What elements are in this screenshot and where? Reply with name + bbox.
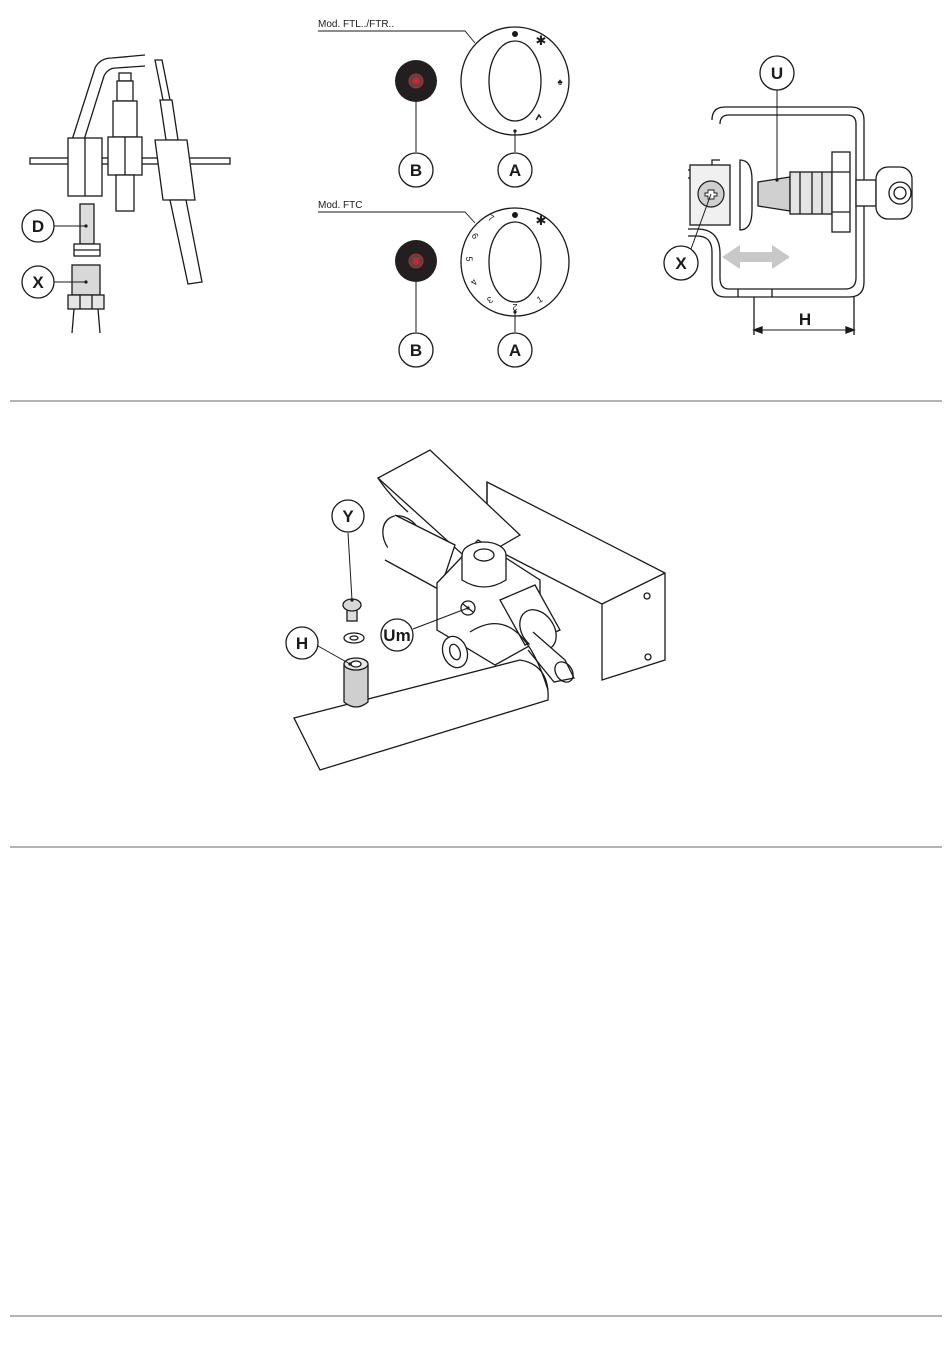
off-dot-icon — [512, 31, 518, 37]
callout-a-label: A — [509, 341, 521, 360]
dimension-h-label: H — [799, 310, 811, 329]
callout-b-top: B — [399, 153, 433, 187]
black-knob — [395, 240, 437, 282]
dial-number: 5 — [464, 256, 474, 261]
snowflake-icon: ✱ — [536, 33, 547, 48]
double-arrow-icon — [722, 245, 790, 269]
model-top-caption: Mod. FTL../FTR.. — [318, 19, 394, 30]
callout-h-label: H — [296, 634, 308, 653]
callout-y: Y — [332, 500, 364, 602]
callout-b-label: B — [410, 161, 422, 180]
gas-valve-illustration — [294, 450, 665, 770]
black-knob — [395, 60, 437, 102]
callout-a-top: A — [498, 153, 532, 187]
leader-line — [318, 212, 475, 223]
callout-u: U — [760, 56, 794, 182]
pilot-burner-illustration — [30, 55, 230, 333]
off-dot-icon — [512, 212, 518, 218]
callout-d-label: D — [32, 217, 44, 236]
callout-um-label: Um — [383, 626, 410, 645]
snowflake-icon: ✱ — [536, 213, 547, 228]
numbered-dial: ✱ 1 2 3 4 5 6 7 — [461, 208, 569, 316]
model-bottom-caption: Mod. FTC — [318, 200, 362, 211]
callout-h-panel4: H — [286, 627, 352, 666]
callout-y-label: Y — [342, 507, 354, 526]
callout-u-label: U — [771, 64, 783, 83]
temperature-dial: ✱ ♠ — [461, 27, 569, 135]
callout-x-label: X — [675, 254, 687, 273]
callout-a-bottom: A — [498, 333, 532, 367]
leader-line — [318, 31, 475, 43]
callout-b-label: B — [410, 341, 422, 360]
thermostat-bracket-illustration — [688, 107, 912, 335]
flame-icon: ♠ — [557, 77, 563, 88]
callout-d: D — [22, 210, 88, 242]
callout-x-label: X — [32, 273, 44, 292]
callout-b-bottom: B — [399, 333, 433, 367]
callout-a-label: A — [509, 161, 521, 180]
